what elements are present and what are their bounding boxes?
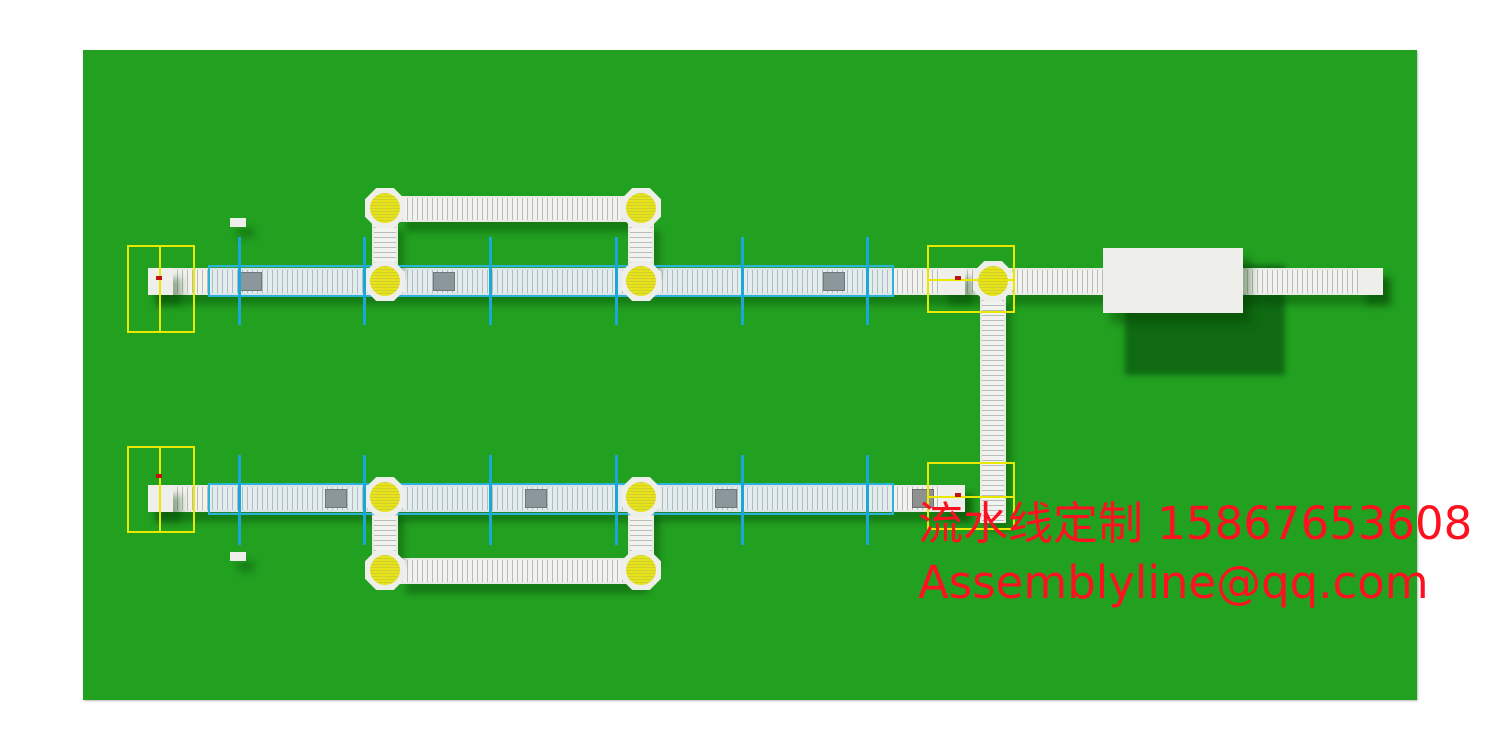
end-cap — [940, 268, 965, 295]
turntable-rollers — [370, 193, 400, 223]
frame-divider — [927, 279, 1015, 281]
turntable-rollers — [626, 482, 656, 512]
frame-divider — [159, 446, 161, 533]
red-marker — [156, 474, 162, 478]
workpiece — [715, 489, 737, 508]
support-post — [489, 237, 492, 325]
turntable-rollers — [626, 193, 656, 223]
support-post — [741, 237, 744, 325]
safety-frame — [127, 245, 195, 333]
turntable-rollers — [370, 482, 400, 512]
support-post — [238, 237, 241, 325]
main-conveyor-bottom — [150, 485, 965, 512]
transfer-conveyor — [980, 295, 1006, 523]
safety-frame — [127, 446, 195, 533]
turntable-rollers — [370, 266, 400, 296]
red-marker — [955, 276, 961, 280]
turntable-rollers — [626, 266, 656, 296]
support-post — [363, 237, 366, 325]
turntable — [621, 261, 661, 301]
support-post — [741, 455, 744, 545]
frame-divider — [927, 496, 1015, 498]
turntable — [365, 188, 405, 228]
factory-floor — [83, 50, 1417, 700]
watermark-line2: Assemblyline@qq.com — [918, 556, 1429, 609]
support-post — [866, 455, 869, 545]
turntable-rollers — [626, 555, 656, 585]
watermark-line1: 流水线定制 15867653608 — [918, 497, 1473, 550]
support-post — [615, 455, 618, 545]
workpiece — [433, 272, 455, 291]
support-post — [615, 237, 618, 325]
end-cap — [1358, 268, 1383, 295]
red-marker — [955, 493, 961, 497]
turntable-rollers — [978, 266, 1008, 296]
turntable-rollers — [370, 555, 400, 585]
workpiece — [325, 489, 347, 508]
turntable — [621, 477, 661, 517]
turntable — [365, 550, 405, 590]
frame-divider — [159, 245, 161, 333]
turntable — [621, 188, 661, 228]
workstation-frame — [208, 265, 894, 297]
turntable — [365, 477, 405, 517]
loop-conveyor-top — [400, 196, 642, 222]
small-cabinet — [230, 552, 246, 561]
support-post — [363, 455, 366, 545]
workstation-frame — [208, 483, 894, 515]
workpiece — [823, 272, 845, 291]
buffer-machine — [1103, 248, 1243, 313]
red-marker — [156, 276, 162, 280]
loop-conveyor-bottom — [400, 558, 642, 584]
support-post — [866, 237, 869, 325]
support-post — [489, 455, 492, 545]
turntable — [365, 261, 405, 301]
small-cabinet — [230, 218, 246, 227]
turntable — [621, 550, 661, 590]
workpiece — [525, 489, 547, 508]
end-cap — [940, 485, 965, 512]
turntable — [973, 261, 1013, 301]
support-post — [238, 455, 241, 545]
